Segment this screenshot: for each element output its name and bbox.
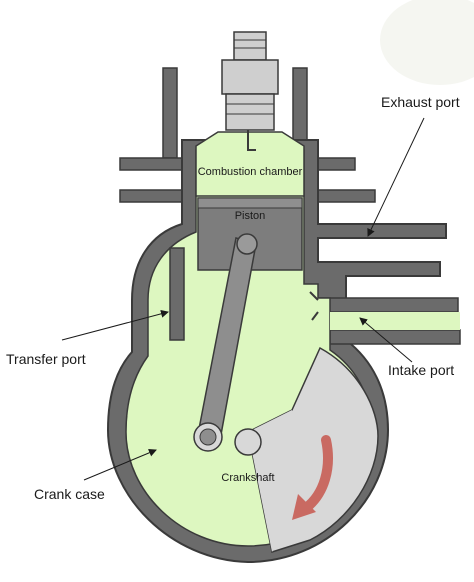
transfer-port-label: Transfer port (6, 351, 86, 367)
combustion-chamber-label: Combustion chamber (198, 166, 303, 178)
piston-label: Piston (235, 210, 266, 222)
crank-case-leader (83, 449, 157, 481)
piston-ring (197, 197, 303, 209)
exhaust-port-label: Exhaust port (381, 94, 460, 110)
intake-port-label: Intake port (388, 362, 455, 378)
background-smudge (380, 0, 474, 85)
intake-port-leader (359, 317, 413, 363)
transfer-port-wall (169, 247, 185, 341)
crankshaft-journal (234, 428, 262, 456)
transfer-port-leader (61, 309, 169, 341)
spark-plug-icon (221, 31, 279, 151)
crank-case-label: Crank case (34, 486, 105, 502)
combustion-chamber (195, 131, 305, 197)
crankshaft-label: Crankshaft (221, 472, 274, 484)
reed-valve (309, 291, 319, 321)
wrist-pin (236, 233, 258, 255)
curved-arrow-icon (292, 435, 333, 520)
exhaust-port-leader (367, 117, 425, 237)
intake-channel (330, 312, 460, 330)
